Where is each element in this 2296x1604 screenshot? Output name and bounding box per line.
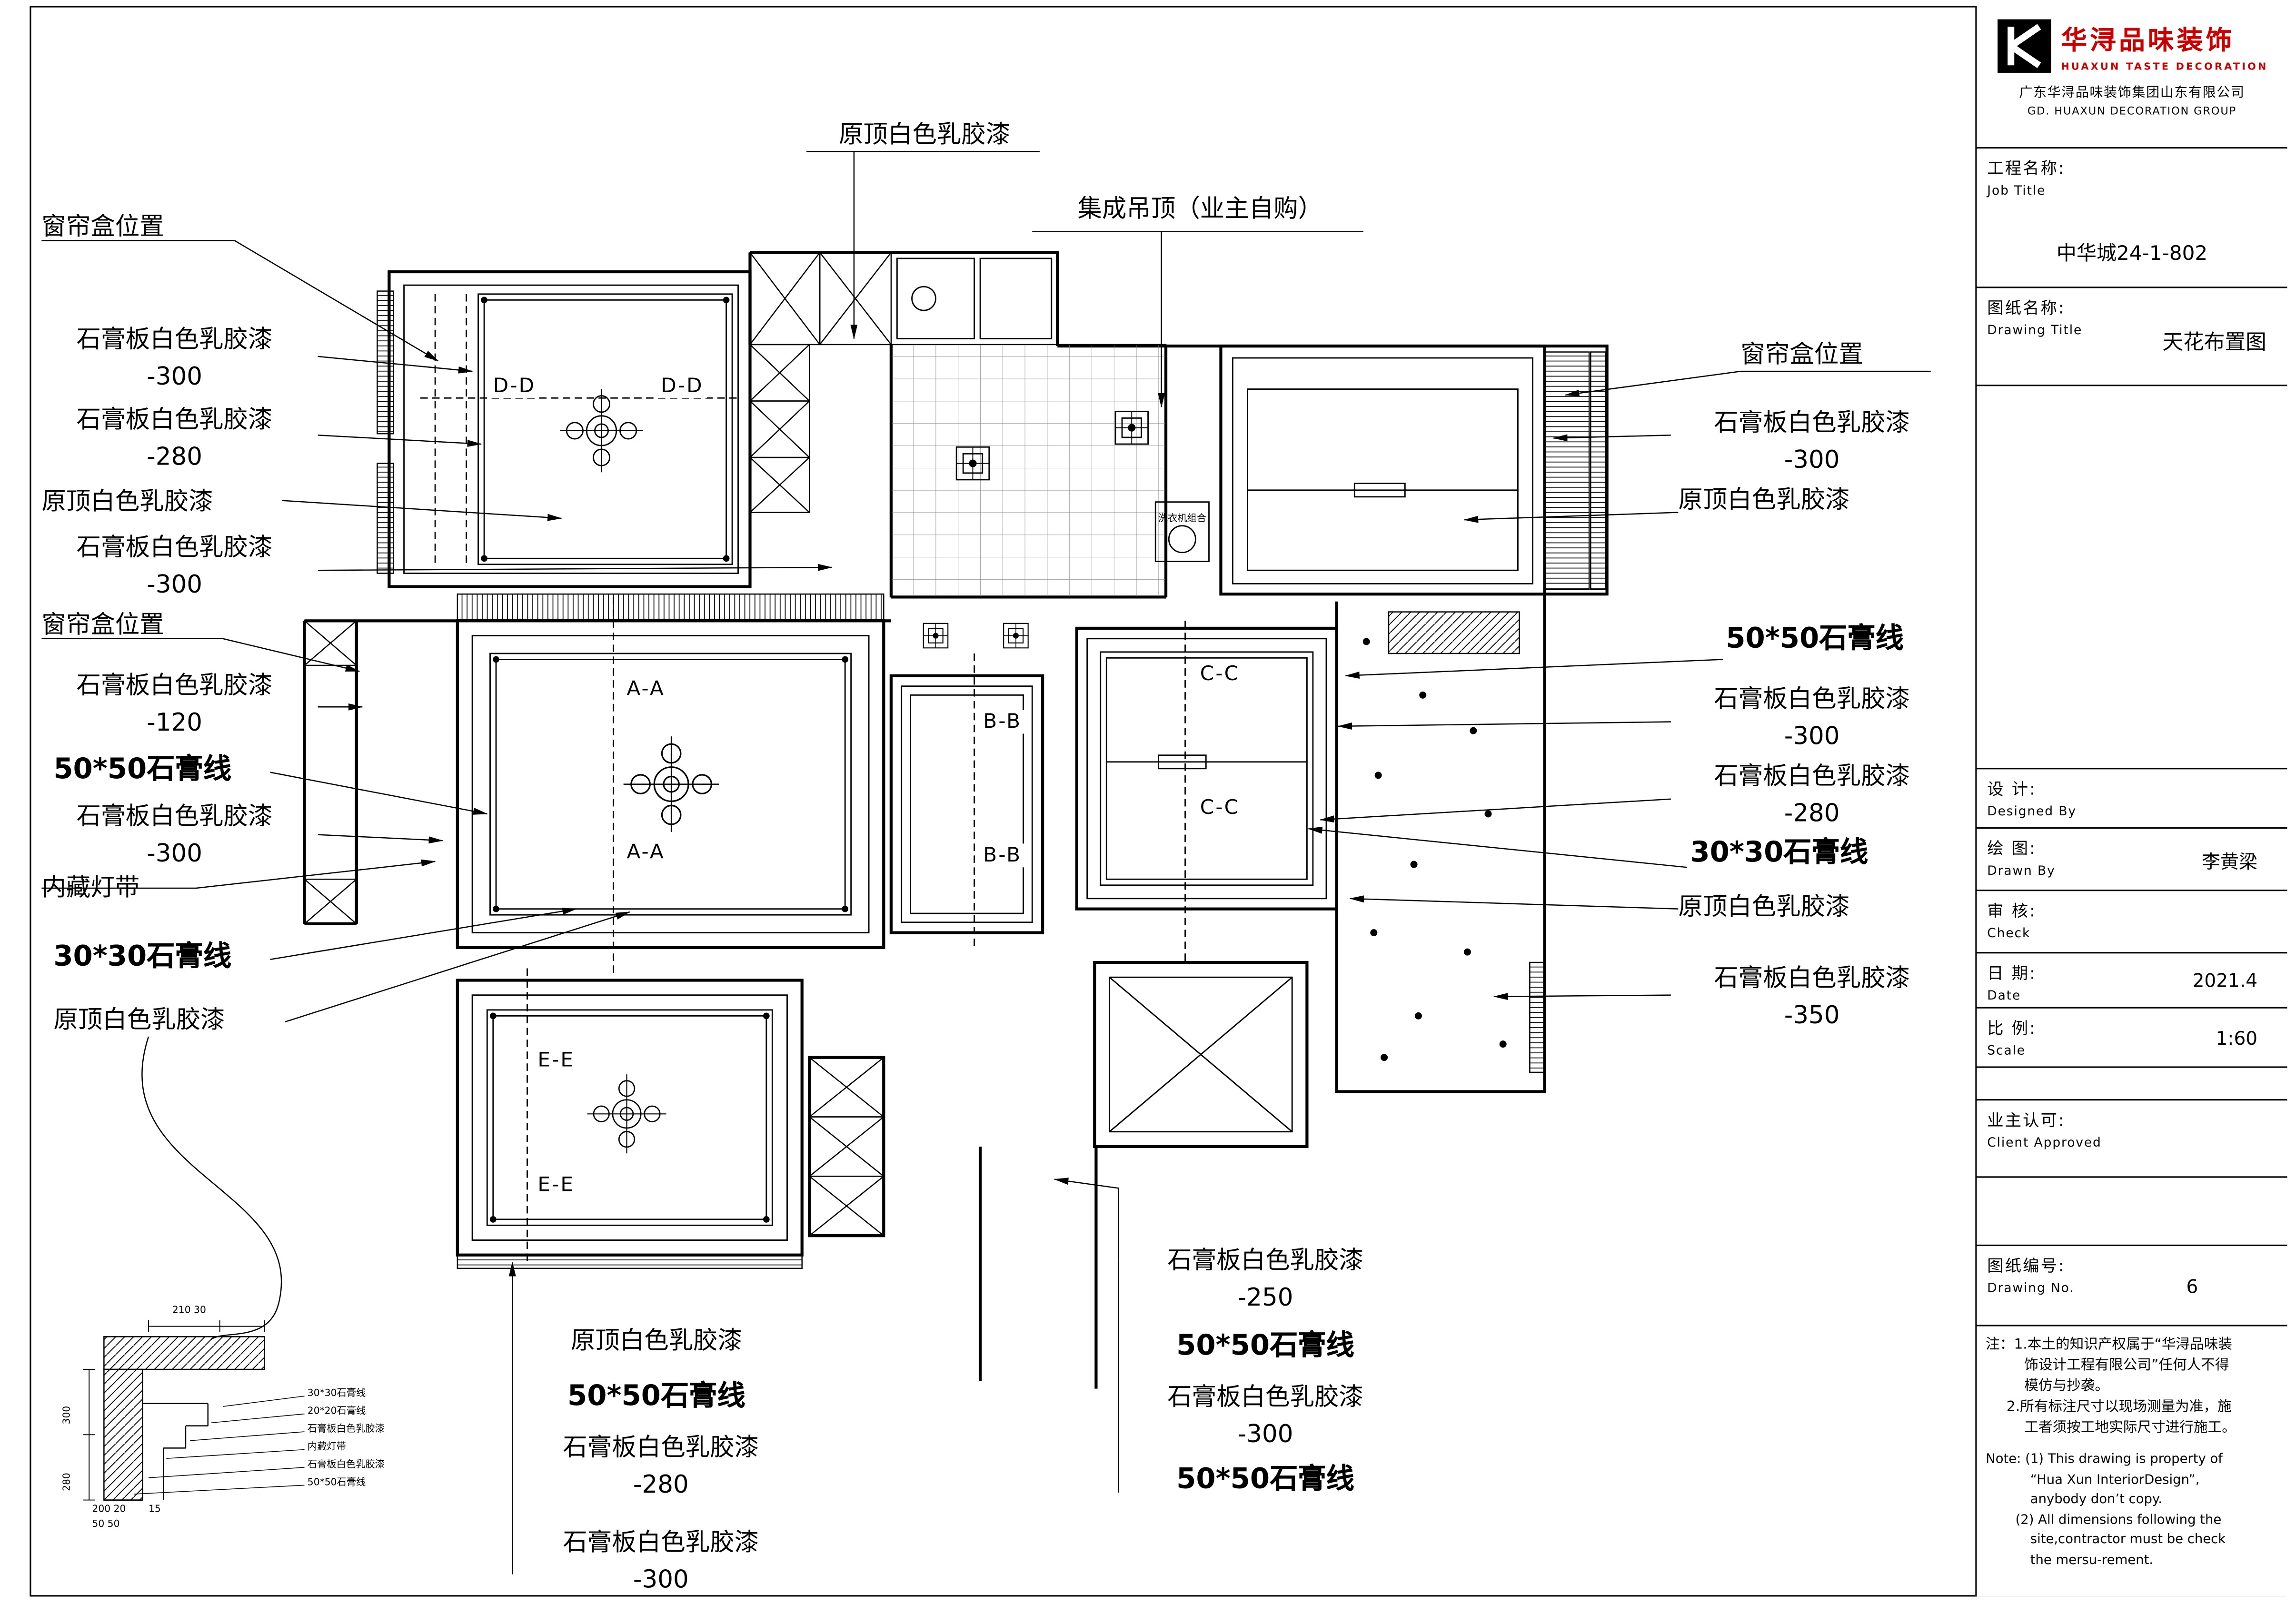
section-marker-cc: C-C — [1197, 662, 1243, 686]
annotation-left-1: 石膏板白色乳胶漆-300 — [76, 325, 273, 391]
drawn-by-row: 绘 图: Drawn By 李黄梁 — [1977, 829, 2287, 891]
annotation-left-0: 窗帘盒位置 — [41, 212, 164, 241]
designed-by-row: 设 计: Designed By — [1977, 769, 2287, 829]
detail-label: 内藏灯带 — [307, 1440, 346, 1453]
annotation-bmid-1: 50*50石膏线 — [1176, 1329, 1354, 1362]
section-marker-dd: D-D — [658, 374, 707, 398]
wardrobe-cells — [304, 252, 892, 1237]
drawing-title-row: 图纸名称: Drawing Title 天花布置图 — [1977, 288, 2287, 386]
detail-label: 石膏板白色乳胶漆 — [307, 1423, 385, 1435]
detail-dim-left: 300 — [60, 1406, 73, 1425]
section-marker-cc: C-C — [1197, 796, 1243, 820]
annotation-bleft-3: 石膏板白色乳胶漆-300 — [563, 1528, 759, 1594]
annotation-left-5: 窗帘盒位置 — [41, 610, 164, 639]
annotation-bmid-0: 石膏板白色乳胶漆-250 — [1167, 1246, 1363, 1312]
titleblock-spacer — [1977, 1068, 2287, 1101]
annotation-left-7: 50*50石膏线 — [53, 753, 232, 786]
date-value: 2021.4 — [2192, 969, 2258, 991]
hatch-areas — [377, 290, 1606, 1269]
annotation-right-3: 50*50石膏线 — [1726, 622, 1904, 655]
annotation-right-1: 石膏板白色乳胶漆-300 — [1714, 408, 1910, 474]
annotation-bleft-1: 50*50石膏线 — [567, 1379, 745, 1413]
check-row: 审 核: Check — [1977, 891, 2287, 954]
annotation-bmid-2: 石膏板白色乳胶漆-300 — [1167, 1383, 1363, 1448]
huaxun-logo-icon — [1997, 19, 2051, 73]
annotation-right-4: 石膏板白色乳胶漆-300 — [1714, 684, 1910, 750]
annotation-integrated-ceiling: 集成吊顶（业主自购） — [1077, 194, 1323, 223]
annotation-left-4: 石膏板白色乳胶漆-300 — [76, 533, 273, 599]
job-title-value: 中华城24-1-802 — [2056, 242, 2208, 266]
annotation-right-7: 原顶白色乳胶漆 — [1678, 892, 1850, 921]
detail-dim-top: 210 30 — [172, 1304, 206, 1316]
section-marker-ee: E-E — [535, 1173, 578, 1198]
annotation-bleft-2: 石膏板白色乳胶漆-280 — [563, 1433, 759, 1499]
client-approved-row: 业主认可: Client Approved — [1977, 1100, 2287, 1178]
detail-dim-left: 280 — [60, 1473, 73, 1491]
detail-label: 20*20石膏线 — [307, 1405, 366, 1417]
leader-underlines — [41, 151, 1931, 1493]
annotation-left-10: 30*30石膏线 — [53, 940, 232, 973]
annotation-left-9: 内藏灯带 — [41, 873, 140, 902]
brand-name-cn: 华浔品味装饰 — [2061, 26, 2235, 56]
annotation-top-ceiling-paint: 原顶白色乳胶漆 — [838, 120, 1011, 149]
annotation-right-2: 原顶白色乳胶漆 — [1678, 485, 1850, 514]
annotation-left-6: 石膏板白色乳胶漆-120 — [76, 671, 273, 737]
annotation-left-3: 原顶白色乳胶漆 — [41, 487, 213, 515]
detail-dim-bottom: 200 20 — [92, 1503, 126, 1515]
annotation-bmid-3: 50*50石膏线 — [1176, 1463, 1354, 1496]
company-name-cn: 广东华浔品味装饰集团山东有限公司 — [2019, 86, 2245, 101]
title-block: 华浔品味装饰 HUAXUN TASTE DECORATION 广东华浔品味装饰集… — [1975, 6, 2287, 1597]
section-marker-ee: E-E — [535, 1049, 578, 1072]
annotation-right-5: 石膏板白色乳胶漆-280 — [1714, 762, 1910, 828]
annotation-bleft-0: 原顶白色乳胶漆 — [570, 1326, 743, 1355]
section-marker-aa: A-A — [624, 841, 668, 865]
section-marker-aa: A-A — [624, 677, 668, 701]
section-marker-bb: B-B — [980, 710, 1025, 734]
ceiling-detail-section — [83, 1320, 305, 1501]
scale-row: 比 例: Scale 1:60 — [1977, 1009, 2287, 1068]
annotation-left-11: 原顶白色乳胶漆 — [53, 1005, 225, 1034]
drawing-no-value: 6 — [2186, 1274, 2198, 1297]
ceiling-lines — [403, 257, 1534, 1241]
detail-label: 石膏板白色乳胶漆 — [307, 1458, 385, 1471]
leader-lines — [196, 151, 1741, 1574]
detail-label: 30*30石膏线 — [307, 1387, 366, 1399]
titleblock-spacer — [1977, 1178, 2287, 1247]
drawing-title-value: 天花布置图 — [2162, 331, 2266, 355]
drawn-by-value: 李黄梁 — [2202, 849, 2258, 872]
titleblock-spacer — [1977, 386, 2287, 770]
brand-block: 华浔品味装饰 HUAXUN TASTE DECORATION 广东华浔品味装饰集… — [1977, 6, 2287, 149]
detail-dim-bottom: 50 50 — [92, 1518, 120, 1530]
annotation-right-6: 30*30石膏线 — [1690, 836, 1869, 869]
annotation-right-0: 窗帘盒位置 — [1740, 340, 1863, 368]
annotation-right-8: 石膏板白色乳胶漆-350 — [1714, 964, 1910, 1030]
washer-combo-label: 洗衣机组合 — [1158, 512, 1207, 525]
date-row: 日 期: Date 2021.4 — [1977, 953, 2287, 1009]
downlight-dots — [481, 297, 1507, 1223]
section-lines — [420, 294, 1186, 1266]
detail-label: 50*50石膏线 — [307, 1476, 366, 1488]
section-marker-dd: D-D — [490, 374, 539, 398]
section-marker-bb: B-B — [980, 843, 1025, 868]
company-name-en: GD. HUAXUN DECORATION GROUP — [2027, 104, 2237, 118]
annotation-left-2: 石膏板白色乳胶漆-280 — [76, 405, 273, 471]
drawing-no-row: 图纸编号: Drawing No. 6 — [1977, 1246, 2287, 1327]
scale-value: 1:60 — [2216, 1026, 2258, 1049]
notes-block: 注：1.本土的知识产权属于“华浔品味装 饰设计工程有限公司”任何人不得 模仿与抄… — [1986, 1337, 2236, 1568]
detail-dim-bottom: 15 — [148, 1503, 161, 1515]
annotation-left-8: 石膏板白色乳胶漆-300 — [76, 802, 273, 868]
job-title-row: 工程名称: Job Title 中华城24-1-802 — [1977, 149, 2287, 288]
brand-name-en: HUAXUN TASTE DECORATION — [2061, 60, 2268, 72]
